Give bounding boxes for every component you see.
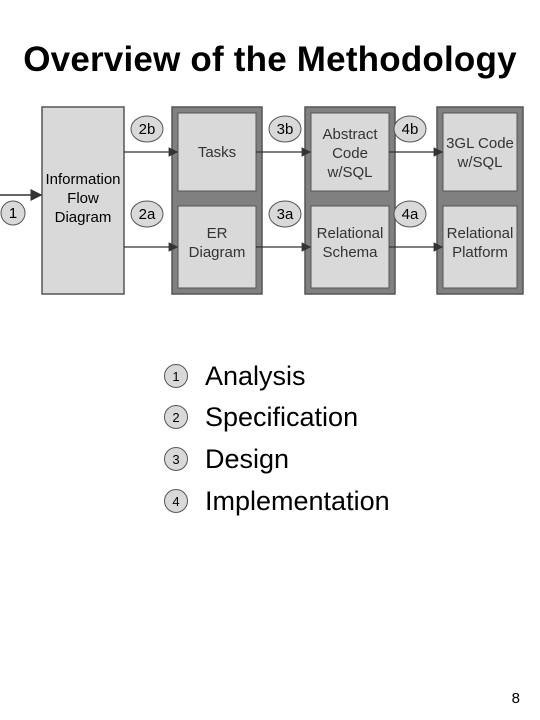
step-marker-4a-label: 4a xyxy=(401,205,419,223)
ifd-box xyxy=(41,106,125,295)
tasks-label: Tasks xyxy=(197,143,237,161)
step-marker-3b-label: 3b xyxy=(276,120,294,138)
abstract-code-box xyxy=(310,112,390,192)
relational-platform-label: Relational Platform xyxy=(446,225,514,261)
slide-title: Overview of the Methodology xyxy=(23,40,517,79)
legend-number-3: 3 xyxy=(164,447,188,471)
step-marker-2b xyxy=(130,115,164,143)
page-number: 8 xyxy=(511,690,520,707)
er-diagram-label: ER Diagram xyxy=(188,225,246,261)
3gl-code-label: 3GL Code w/SQL xyxy=(446,135,514,171)
abstract-code-label: Abstract Code w/SQL xyxy=(322,125,378,181)
step-marker-1-label: 1 xyxy=(8,204,18,222)
legend-label-implementation: Implementation xyxy=(205,486,390,516)
relational-schema-label: Relational Schema xyxy=(316,225,384,261)
step-marker-3a xyxy=(268,200,302,228)
step-marker-4b-label: 4b xyxy=(401,120,419,138)
legend-label-specification: Specification xyxy=(205,402,359,432)
relational-schema-box xyxy=(310,205,390,289)
legend-number-4: 4 xyxy=(164,489,188,513)
legend-number-2: 2 xyxy=(164,405,188,429)
step-marker-2a-label: 2a xyxy=(138,205,156,223)
er-diagram-box xyxy=(177,205,257,289)
step-marker-2b-label: 2b xyxy=(138,120,156,138)
step-marker-2a xyxy=(130,200,164,228)
step-marker-1 xyxy=(0,200,26,226)
legend-label-analysis: Analysis xyxy=(205,361,306,391)
step-marker-3b xyxy=(268,115,302,143)
ifd-label: Information Flow Diagram xyxy=(45,170,121,226)
step-marker-3a-label: 3a xyxy=(276,205,294,223)
relational-platform-box xyxy=(442,205,518,289)
legend-label-design: Design xyxy=(205,444,290,474)
step-marker-4b xyxy=(393,115,427,143)
step-marker-4a xyxy=(393,200,427,228)
legend-number-1: 1 xyxy=(164,364,188,388)
tasks-box xyxy=(177,112,257,192)
